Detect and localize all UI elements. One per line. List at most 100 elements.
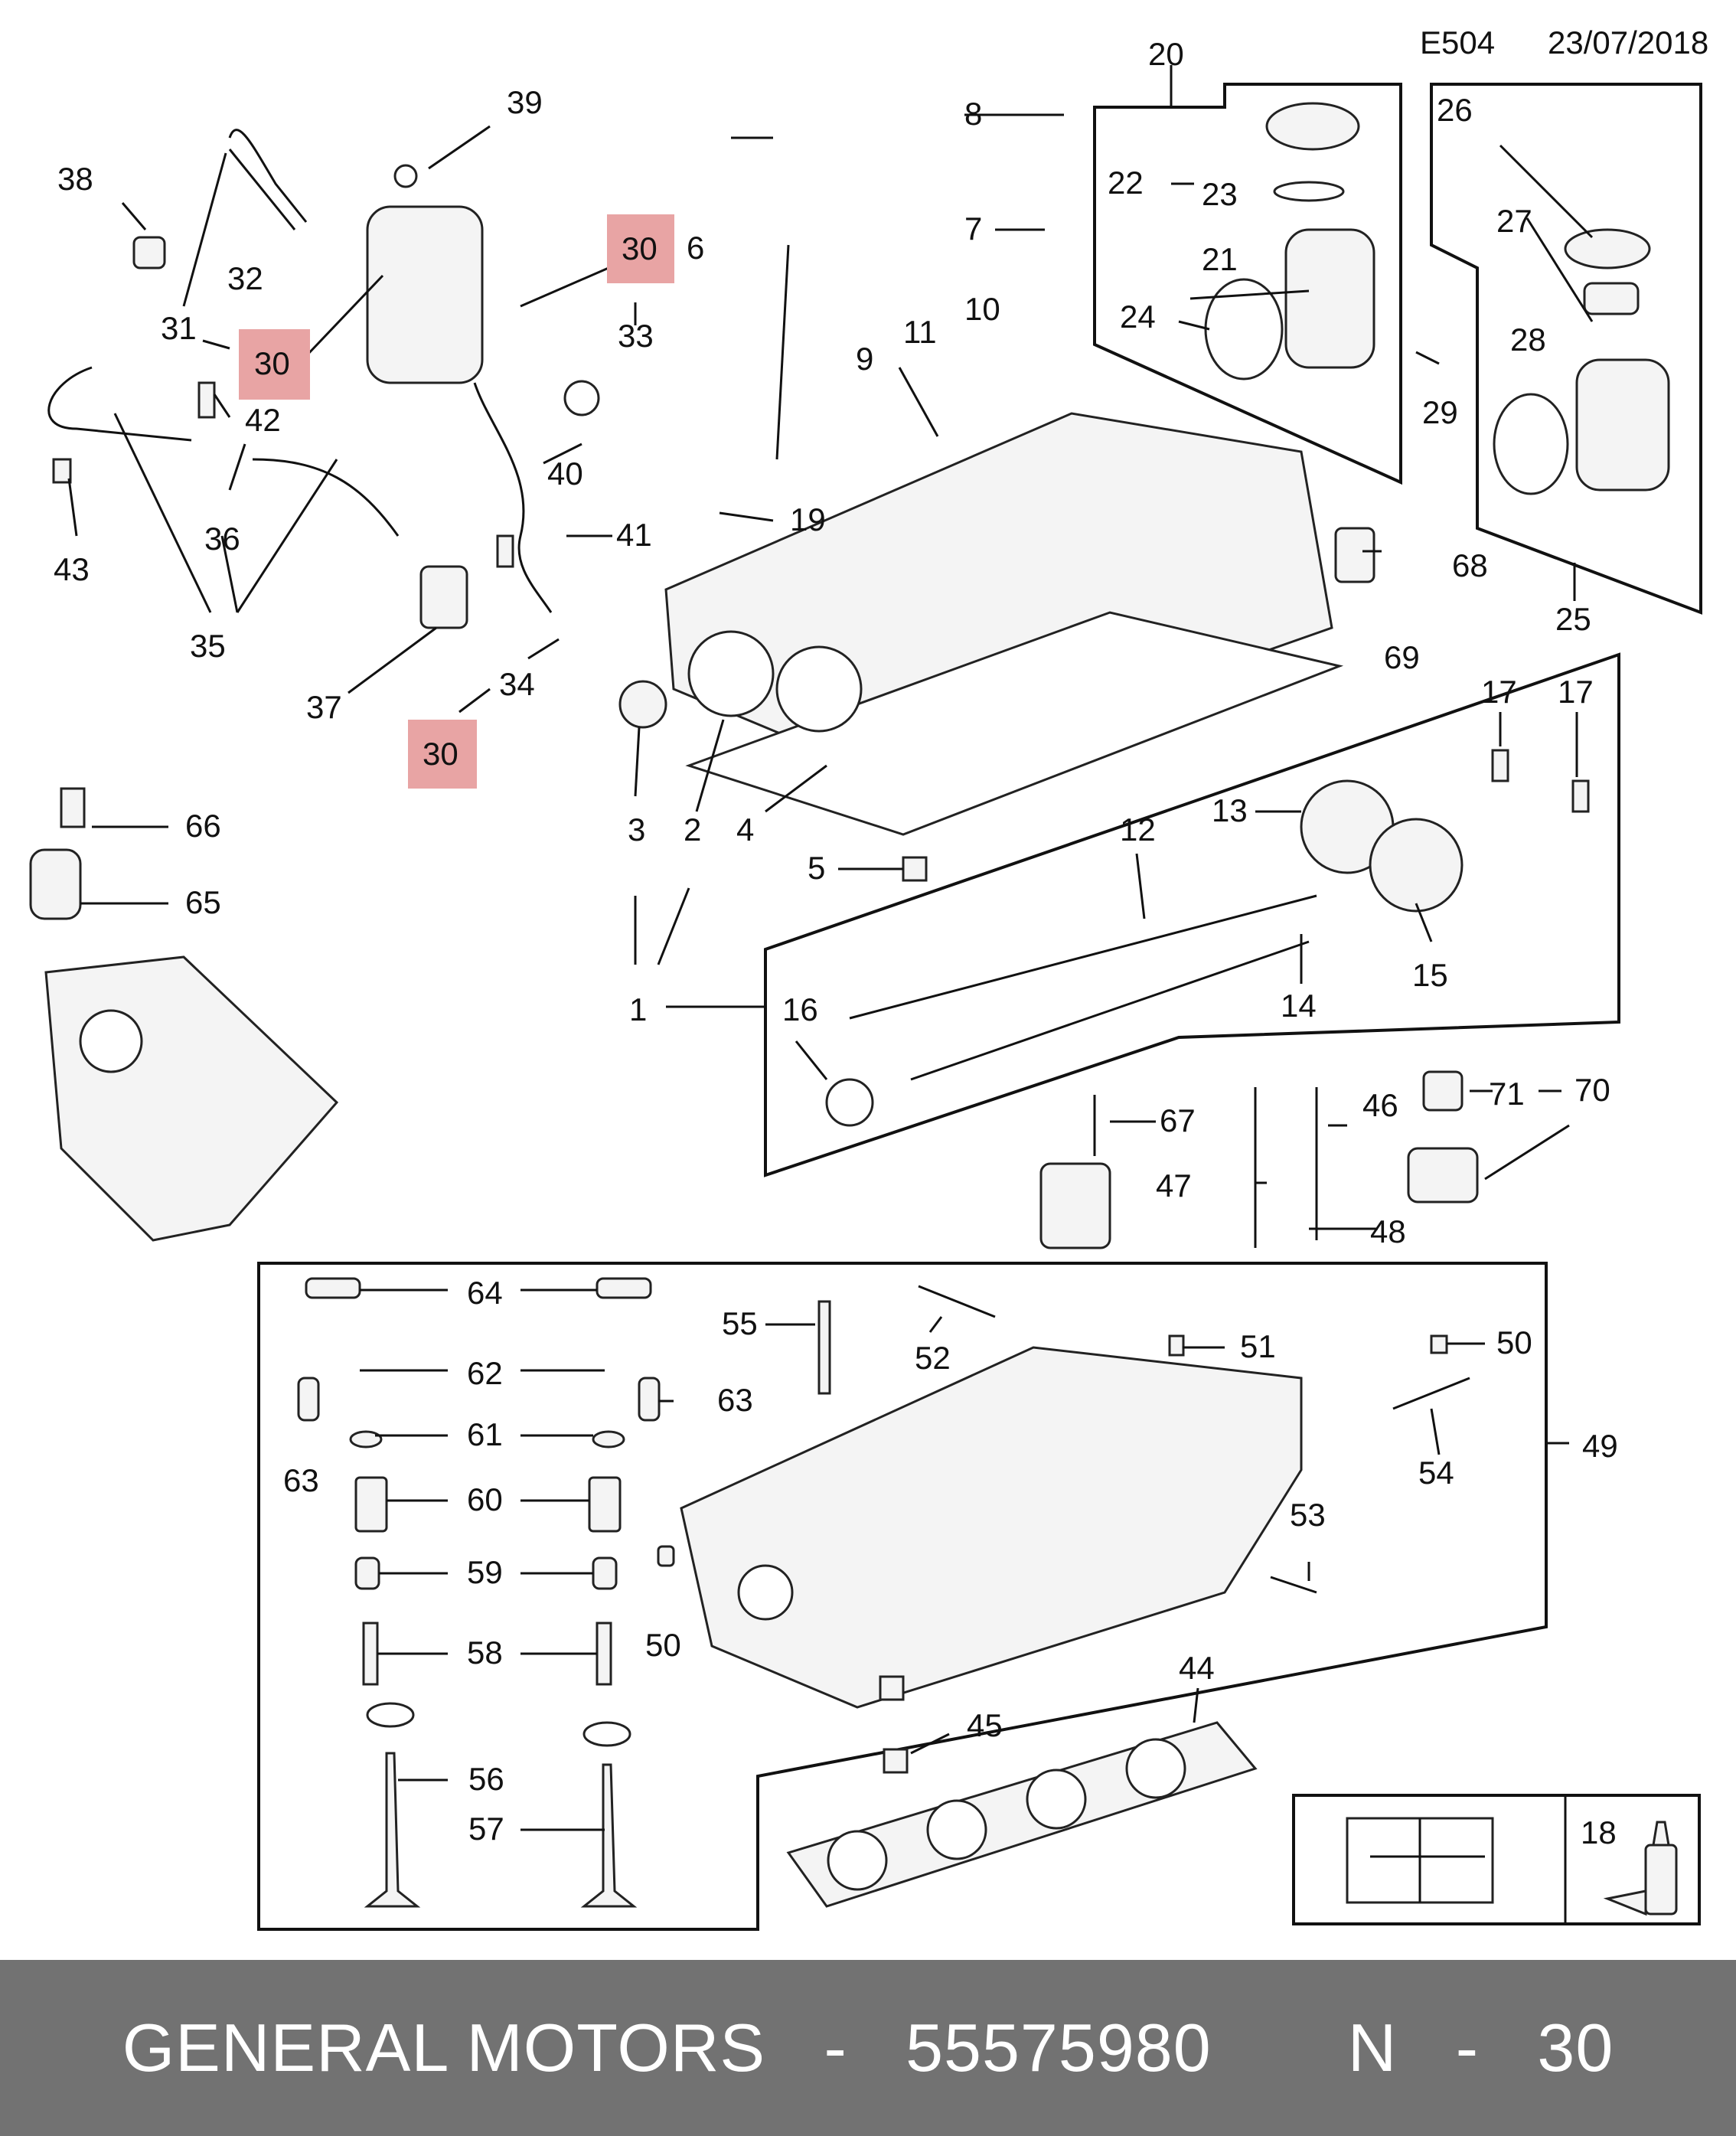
callout-71: 71	[1489, 1076, 1525, 1112]
crankcase-ventilation-assembly	[47, 129, 600, 629]
diagram-date: 23/07/2018	[1548, 24, 1708, 60]
sensor-connector	[419, 565, 468, 629]
callout-47: 47	[1156, 1168, 1192, 1204]
leader-lines-camshaft	[666, 712, 1578, 1080]
callout-53: 53	[1290, 1497, 1326, 1533]
callout-40: 40	[547, 456, 583, 492]
callout-24: 24	[1120, 299, 1156, 335]
callout-45: 45	[967, 1707, 1003, 1743]
callout-14: 14	[1281, 988, 1317, 1024]
callout-13: 13	[1212, 792, 1248, 828]
callout-63-a: 63	[283, 1462, 319, 1498]
callout-20: 20	[1148, 36, 1184, 72]
valve-train-parts	[297, 1277, 1470, 1908]
callout-23: 23	[1202, 176, 1238, 212]
callout-18: 18	[1581, 1814, 1617, 1850]
footer-brand: GENERAL MOTORS	[122, 2010, 766, 2085]
footer-bar: GENERAL MOTORS - 55575980 N - 30	[0, 1960, 1736, 2136]
leader-lines-left-upper	[67, 125, 637, 714]
footer-ref-number: 30	[1537, 2010, 1614, 2085]
callout-30-b: 30	[254, 345, 290, 381]
callout-16: 16	[782, 991, 818, 1027]
callout-62: 62	[467, 1355, 503, 1391]
head-gasket	[786, 1675, 1258, 1908]
cylinder-head	[680, 1346, 1303, 1709]
callout-27: 27	[1496, 203, 1532, 239]
callout-5: 5	[808, 850, 825, 886]
cylinder-head-box	[257, 1262, 1548, 1931]
callout-69: 69	[1384, 639, 1420, 675]
callout-48: 48	[1370, 1213, 1406, 1249]
callout-54: 54	[1418, 1455, 1454, 1491]
callout-41: 41	[616, 517, 652, 553]
callout-56: 56	[468, 1761, 504, 1797]
callout-68: 68	[1452, 547, 1488, 583]
exploded-parts-diagram: E504 23/07/2018	[29, 24, 1708, 1931]
camshaft-assembly-box	[764, 652, 1620, 1177]
callout-30-c: 30	[423, 736, 458, 772]
grommet	[563, 380, 600, 416]
callout-42: 42	[245, 402, 281, 438]
camshaft-carrier	[618, 412, 1375, 882]
callout-59: 59	[467, 1554, 503, 1590]
callout-22: 22	[1108, 165, 1144, 201]
leader-lines-cylinder-head	[360, 1288, 1569, 1831]
callout-29: 29	[1422, 394, 1458, 430]
callout-labels: 1 2 3 4 5 6 7 8 9 10 11 12 13 14 15 16 1…	[54, 36, 1618, 1850]
leader-lines-center	[634, 113, 1382, 965]
footer-title: GENERAL MOTORS - 55575980 N - 30	[122, 2009, 1614, 2087]
callout-28: 28	[1510, 322, 1546, 358]
callout-58: 58	[467, 1635, 503, 1671]
oil-filler-assembly-box-20	[1093, 65, 1402, 485]
callout-46: 46	[1362, 1087, 1398, 1123]
callout-highlight-30-c	[408, 720, 477, 789]
callout-7: 7	[964, 211, 982, 247]
sealant-tube-icon	[1603, 1821, 1678, 1916]
callout-44: 44	[1179, 1650, 1215, 1686]
callout-39: 39	[507, 84, 543, 120]
callout-highlight-30-b	[239, 329, 310, 400]
callout-6: 6	[687, 230, 704, 266]
callout-19: 19	[790, 501, 826, 537]
service-manual-icon	[1346, 1817, 1494, 1904]
callout-highlight-30-a	[607, 214, 674, 283]
callout-3: 3	[628, 812, 645, 848]
callout-51: 51	[1240, 1328, 1276, 1364]
callout-36: 36	[204, 521, 240, 557]
oil-filler-assembly-box-25	[1430, 83, 1702, 615]
callout-2: 2	[684, 812, 701, 848]
footer-separator: -	[824, 2010, 847, 2085]
callout-1: 1	[629, 991, 647, 1027]
callout-49: 49	[1582, 1428, 1618, 1464]
bolts-right-middle	[1039, 1070, 1570, 1249]
callout-9: 9	[856, 341, 873, 377]
callout-60: 60	[467, 1481, 503, 1517]
callout-17-a: 17	[1481, 674, 1517, 710]
callout-11: 11	[903, 314, 937, 350]
callout-25: 25	[1555, 601, 1591, 637]
callout-37: 37	[306, 689, 342, 725]
timing-cover-assembly	[29, 787, 339, 1242]
callout-50-b: 50	[645, 1627, 681, 1663]
callout-66: 66	[185, 808, 221, 844]
leader-lines-top-right	[1171, 144, 1594, 365]
seal-ring	[618, 680, 667, 729]
callout-64: 64	[467, 1275, 503, 1311]
footer-ref-prefix: N	[1347, 2010, 1398, 2085]
callout-15: 15	[1412, 957, 1448, 993]
callout-26: 26	[1437, 92, 1473, 128]
diagram-code: E504	[1420, 24, 1495, 60]
callout-12: 12	[1120, 812, 1156, 848]
footer-ref-separator: -	[1455, 2010, 1480, 2085]
callout-31: 31	[161, 310, 197, 346]
callout-30-a: 30	[622, 230, 658, 266]
callout-55: 55	[722, 1305, 758, 1341]
callout-57: 57	[468, 1811, 504, 1847]
callout-33: 33	[618, 318, 654, 354]
callout-8: 8	[964, 96, 982, 132]
leader-lines-left-mid	[80, 825, 168, 905]
callout-70: 70	[1574, 1072, 1610, 1108]
legend-box	[1292, 1794, 1701, 1925]
callout-50-a: 50	[1496, 1324, 1532, 1360]
callout-10: 10	[964, 291, 1000, 327]
